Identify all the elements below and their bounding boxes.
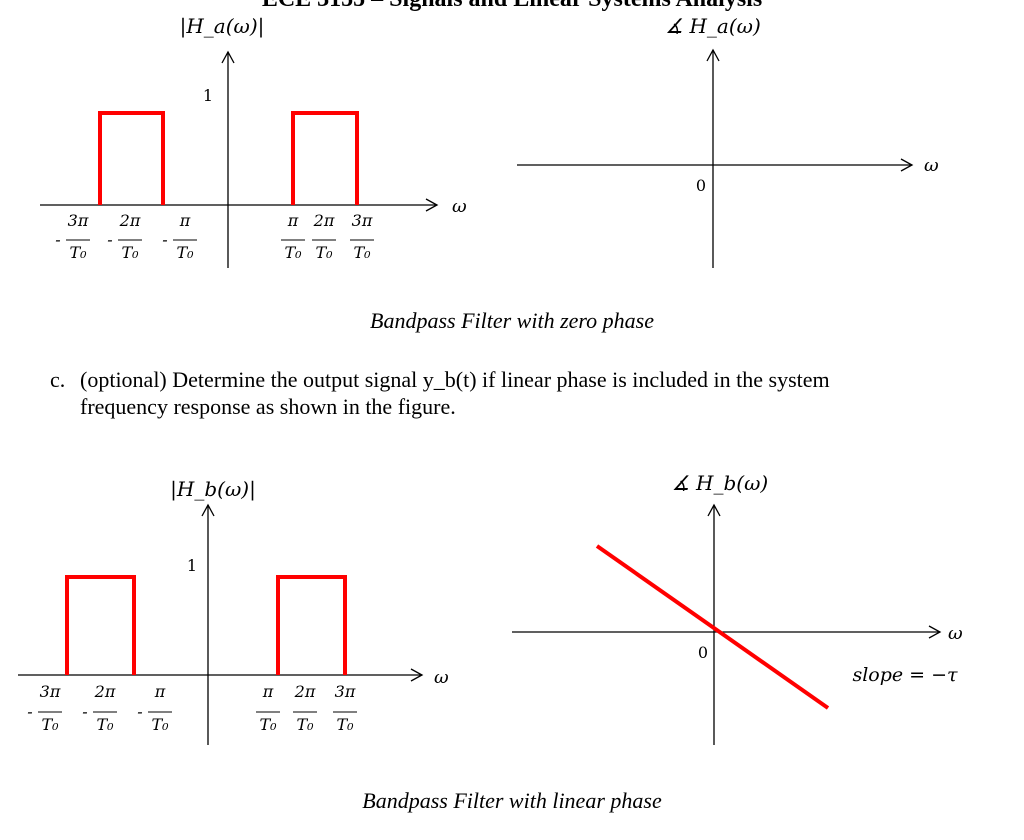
plot-title: |H_a(ω)|	[180, 14, 265, 39]
passband-neg	[65, 575, 136, 675]
plot-title: ∡ H_a(ω)	[665, 14, 761, 38]
tick-numerator: 3π	[352, 211, 373, 230]
tick-denominator: T₀	[296, 715, 314, 734]
tick-sign: -	[27, 702, 32, 721]
question-line-1: (optional) Determine the output signal y…	[80, 367, 830, 392]
tick-denominator: T₀	[41, 715, 59, 734]
tick-denominator: T₀	[69, 243, 87, 262]
tick-numerator: π	[154, 682, 166, 701]
linear-phase-line	[595, 544, 830, 710]
passband-neg	[98, 111, 165, 205]
passband-pos	[276, 575, 347, 675]
level-label: 1	[203, 86, 213, 105]
tick-numerator: π	[287, 211, 299, 230]
slope-label: slope = −τ	[852, 664, 958, 686]
tick-denominator: T₀	[336, 715, 354, 734]
tick-numerator: π	[179, 211, 191, 230]
tick-numerator: 3π	[40, 682, 61, 701]
caption-linear-phase: Bandpass Filter with linear phase	[362, 788, 662, 813]
tick-sign: -	[162, 230, 167, 249]
tick-numerator: 2π	[94, 682, 116, 701]
plot-title: |H_b(ω)|	[170, 477, 256, 502]
x-axis-label: ω	[452, 196, 467, 217]
tick-denominator: T₀	[259, 715, 277, 734]
level-label: 1	[187, 556, 197, 575]
passband-pos	[291, 111, 359, 205]
x-axis-label: ω	[924, 155, 939, 176]
tick-numerator: 3π	[68, 211, 89, 230]
x-axis-label: ω	[948, 623, 963, 644]
tick-denominator: T₀	[315, 243, 333, 262]
tick-numerator: 2π	[119, 211, 141, 230]
x-axis-label: ω	[434, 667, 449, 688]
tick-numerator: 2π	[313, 211, 335, 230]
origin-label: 0	[696, 176, 706, 195]
tick-sign: -	[55, 230, 60, 249]
tick-denominator: T₀	[353, 243, 371, 262]
question-line-2: frequency response as shown in the figur…	[80, 394, 456, 419]
phase-plot-b: ∡ H_b(ω) ω 0 slope = −τ	[512, 471, 963, 745]
caption-zero-phase: Bandpass Filter with zero phase	[370, 308, 654, 333]
tick-denominator: T₀	[121, 243, 139, 262]
tick-denominator: T₀	[96, 715, 114, 734]
tick-numerator: 3π	[335, 682, 356, 701]
tick-denominator: T₀	[176, 243, 194, 262]
tick-denominator: T₀	[151, 715, 169, 734]
plot-title: ∡ H_b(ω)	[672, 471, 768, 495]
phase-plot-a: ∡ H_a(ω) ω 0	[517, 14, 939, 268]
tick-denominator: T₀	[284, 243, 302, 262]
tick-sign: -	[137, 702, 142, 721]
tick-numerator: 2π	[294, 682, 316, 701]
question-marker: c.	[50, 367, 66, 392]
page-header-title: ECE 3155 – Signals and Linear Systems An…	[0, 0, 1024, 13]
origin-label: 0	[698, 643, 708, 662]
tick-numerator: π	[262, 682, 274, 701]
tick-sign: -	[107, 230, 112, 249]
tick-sign: -	[82, 702, 87, 721]
